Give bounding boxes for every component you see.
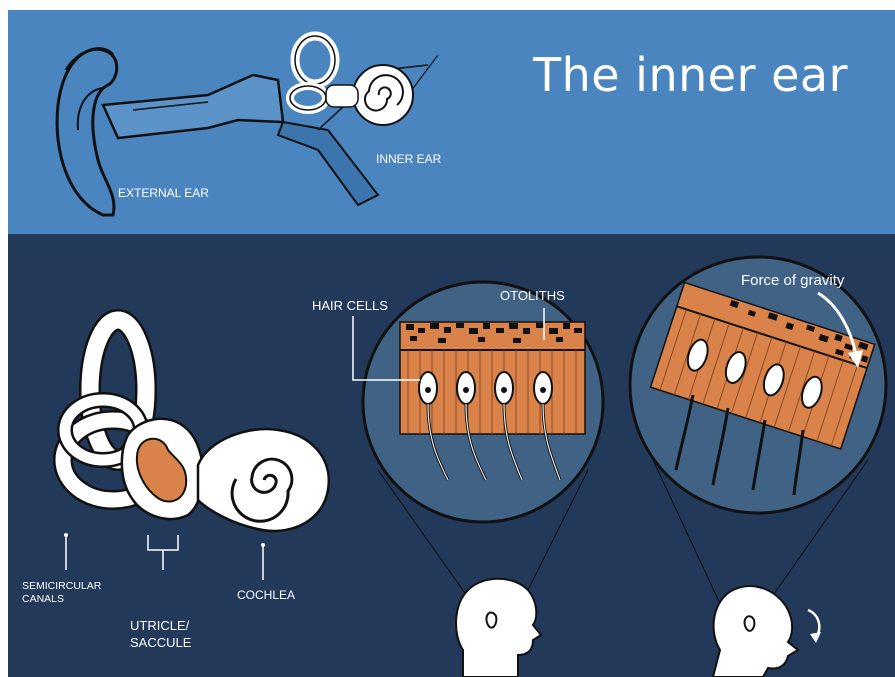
label-inner-ear: INNER EAR [376, 152, 441, 166]
page-title: The inner ear [533, 48, 848, 102]
diagram-artwork [8, 10, 895, 677]
label-cochlea: COCHLEA [237, 588, 295, 602]
inner-ear-labyrinth-icon [63, 320, 329, 580]
label-semicircular-canals-line1: SEMICIRCULAR [22, 580, 101, 593]
magnifier-circle-upright [353, 282, 603, 522]
label-utricle-saccule-line1: UTRICLE/ [130, 618, 189, 634]
label-semicircular-canals-line2: CANALS [22, 593, 64, 606]
label-hair-cells: HAIR CELLS [312, 298, 388, 314]
inner-ear-figure: The inner ear EXTERNAL EAR INNER EAR HAI… [8, 10, 895, 677]
head-silhouette-tilted-icon [713, 586, 798, 677]
label-utricle-saccule-line2: SACCULE [130, 635, 191, 651]
head-silhouette-upright-icon [456, 579, 541, 677]
label-external-ear: EXTERNAL EAR [118, 186, 209, 200]
label-force-of-gravity: Force of gravity [741, 272, 844, 289]
magnifier-circle-tilted [630, 257, 886, 513]
label-otoliths: OTOLITHS [500, 288, 565, 304]
inner-ear-small-icon [290, 36, 413, 125]
rotation-arrow-icon [808, 610, 821, 643]
